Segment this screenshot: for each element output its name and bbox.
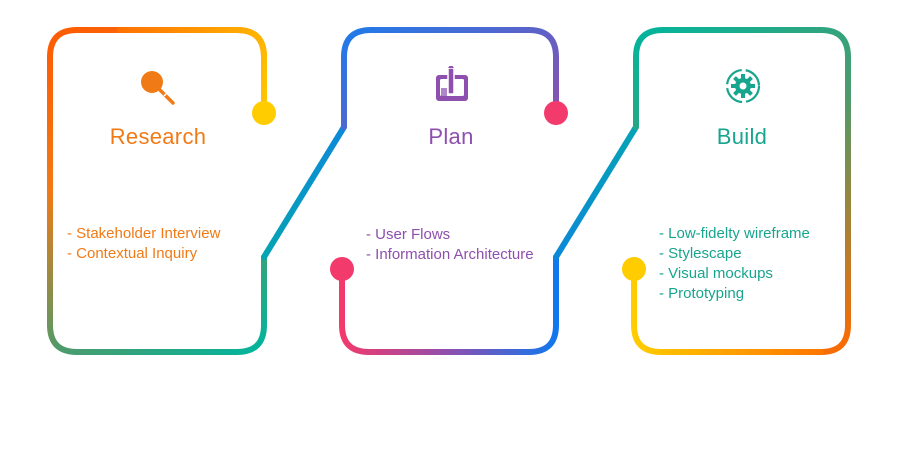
research-end-dot [252,101,276,125]
plan-card-outline [341,27,559,130]
connector-diagonal-2 [553,124,639,260]
research-title: Research [109,124,207,149]
build-card-bottom [631,267,824,355]
list-item: - User Flows [366,226,451,243]
list-item: - Stylescape [659,245,742,262]
plan-start-dot [330,257,354,281]
plan-list: - User Flows - Information Architecture [366,225,534,265]
build-card-outline [633,27,851,355]
magnifier-icon [141,71,175,105]
build-start-dot [622,257,646,281]
research-card-top-accent [117,27,267,116]
connector-diagonal-1 [261,124,347,260]
list-item: - Low-fidelty wireframe [659,225,810,242]
list-item: - Contextual Inquiry [67,245,198,262]
build-list: - Low-fidelty wireframe - Stylescape - V… [659,224,810,304]
list-item: - Stakeholder Interview [67,225,221,242]
plan-card-bottom [339,254,559,355]
plan-end-dot [544,101,568,125]
clipboard-pencil-icon [436,66,468,101]
gear-cycle-icon [725,68,761,104]
build-title: Build [716,124,768,149]
list-item: - Prototyping [659,285,745,302]
research-list: - Stakeholder Interview - Contextual Inq… [67,224,220,264]
plan-title: Plan [428,124,474,149]
list-item: - Information Architecture [366,246,534,263]
list-item: - Visual mockups [659,265,773,282]
